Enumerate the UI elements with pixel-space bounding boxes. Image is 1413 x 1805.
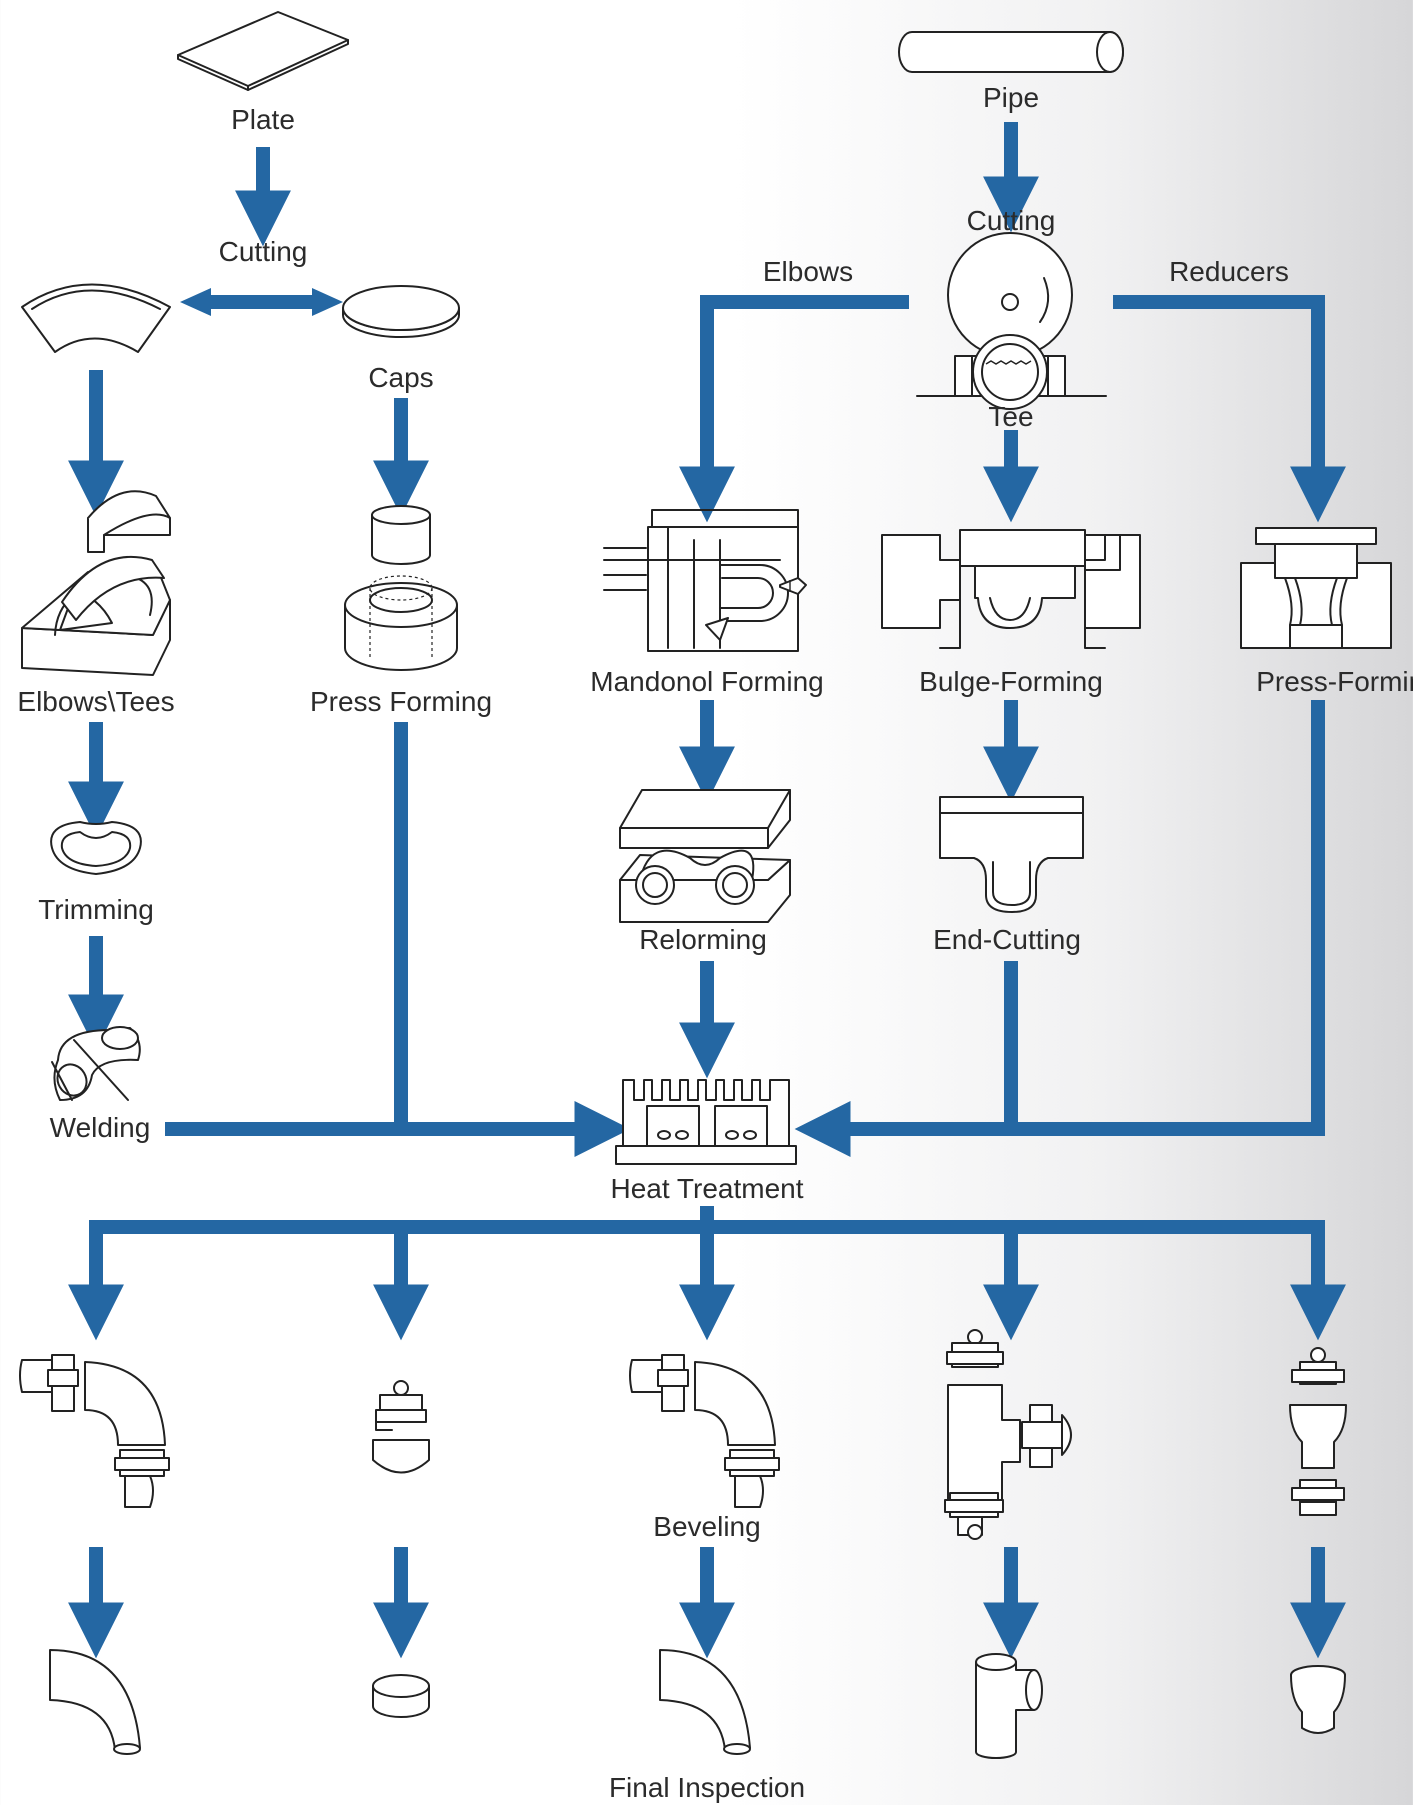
tee-end-cutting-icon [939,796,1084,913]
reducer-press-forming-icon [1240,527,1392,649]
label-bulge-forming: Bulge-Forming [919,666,1103,697]
elbow-press-die-icon [21,490,171,676]
label-tee: Tee [988,401,1034,432]
label-cutting-pipe: Cutting [966,205,1056,236]
final-cap-icon [372,1674,430,1718]
label-press-forming-caps: Press Forming [309,686,493,717]
label-caps: Caps [368,362,434,393]
label-beveling: Beveling [653,1511,761,1542]
label-plate: Plate [231,104,295,135]
final-reducer-icon [1290,1665,1346,1734]
beveling-elbow-icon-2 [629,1354,780,1508]
beveling-cap-icon [372,1380,430,1474]
flow-arrows [68,122,1346,1659]
label-heat-treatment: Heat Treatment [610,1173,804,1204]
beveling-tee-icon [944,1329,1072,1540]
label-branch-reducers: Reducers [1169,256,1289,287]
beveling-elbow-icon-1 [19,1354,170,1508]
label-welding: Welding [49,1112,151,1143]
bulge-forming-icon [881,529,1141,649]
final-tee-icon [975,1653,1043,1759]
trimming-ring-icon [50,821,142,875]
label-end-cutting: End-Cutting [933,924,1081,955]
label-pipe: Pipe [982,82,1040,113]
label-trimming: Trimming [38,894,154,925]
mandrel-forming-icon [603,509,807,652]
final-elbow-icon-1 [49,1649,141,1755]
plate-icon [177,11,349,91]
arrow-press-heat [794,700,1325,1157]
cap-disc-icon [342,285,460,338]
welding-elbow-icon [51,1026,141,1101]
label-cutting-plate: Cutting [218,236,308,267]
furnace-icon [615,1079,797,1165]
label-final-inspection: Final Inspection [608,1772,806,1803]
pipe-saw-icon [916,232,1107,410]
reforming-die-icon [619,789,791,923]
label-elbows-tees: Elbows\Tees [17,686,175,717]
final-elbow-icon-2 [659,1649,751,1755]
curved-segment-icon [21,283,171,353]
arrow-elbows-branch [679,295,909,523]
arrow-reducers-branch [1113,295,1346,523]
press-forming-die-icon [344,505,458,671]
label-press-forming-reducers: Press-Forming [1256,666,1413,697]
beveling-reducer-icon [1289,1347,1347,1516]
label-reforming: Relorming [639,924,767,955]
pipe-icon [898,31,1124,73]
label-mandonol-forming: Mandonol Forming [590,666,824,697]
label-branch-elbows: Elbows [762,256,854,287]
